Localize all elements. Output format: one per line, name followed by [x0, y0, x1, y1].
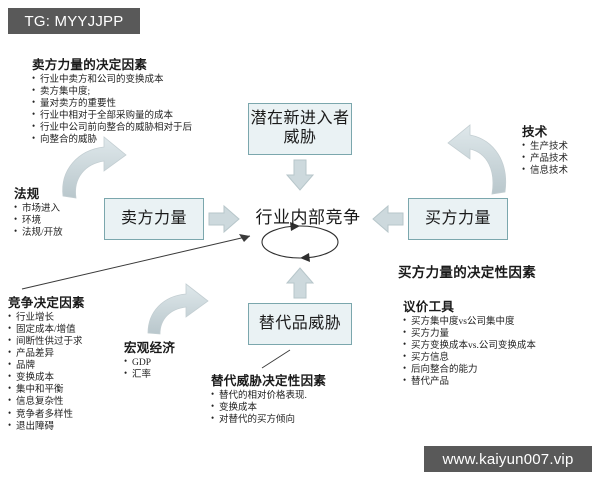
bullet-list: 生产技术产品技术信息技术 [522, 140, 568, 177]
watermark-bottom-website: www.kaiyun007.vip [424, 446, 592, 472]
block-buyer-determinants: 买方力量的决定性因素 [398, 261, 536, 282]
block-heading: 买方力量的决定性因素 [398, 265, 536, 280]
block-supplier-determinants: 卖方力量的决定因素 行业中卖方和公司的变换成本卖方集中度;量对卖方的重要性行业中… [32, 54, 192, 146]
bullet-item: 买方集中度vs公司集中度 [403, 315, 536, 328]
bullet-item: 卖方集中度; [32, 85, 192, 98]
bullet-item: GDP [124, 356, 175, 369]
bullet-list: 行业增长固定成本/增值间断性供过于求产品差异品牌变换成本集中和平衡信息复杂性竞争… [8, 311, 85, 433]
bullet-item: 替代产品 [403, 375, 536, 388]
arrow-buyer-to-center [372, 204, 404, 234]
block-heading: 替代威胁决定性因素 [211, 374, 327, 388]
block-heading: 法规 [14, 187, 40, 201]
bullet-item: 退出障碍 [8, 420, 85, 433]
bullet-item: 行业中卖方和公司的变换成本 [32, 73, 192, 86]
block-regulation: 法规 市场进入环境法规/开放 [14, 183, 63, 239]
force-box-supplier-power[interactable]: 卖方力量 [104, 198, 204, 240]
bullet-item: 变换成本 [211, 401, 326, 414]
bullet-list: 替代的相对价格表现.变换成本对替代的买方倾向 [211, 389, 326, 426]
curved-arrow-macro [147, 283, 209, 335]
bullet-item: 法规/开放 [14, 226, 63, 239]
arrow-substitutes-to-center [285, 267, 315, 299]
line-arrow-rivalry [21, 234, 251, 290]
bullet-item: 变换成本 [8, 371, 85, 384]
force-box-substitutes-threat[interactable]: 替代品威胁 [248, 303, 352, 345]
bullet-item: 买方信息 [403, 351, 536, 364]
bullet-item: 环境 [14, 214, 63, 227]
bullet-list: 市场进入环境法规/开放 [14, 202, 63, 239]
bullet-item: 竞争者多样性 [8, 407, 85, 421]
bullet-list: 买方集中度vs公司集中度买方力量买方变换成本vs.公司变换成本买方信息后向整合的… [403, 315, 536, 388]
bullet-item: 量对卖方的重要性 [32, 97, 192, 110]
block-heading: 竞争决定因素 [8, 296, 85, 310]
bullet-item: 行业中公司前向整合的威胁相对于后 [32, 121, 192, 134]
center-label-industry-rivalry: 行业内部竞争 [255, 208, 361, 227]
block-macro-economy: 宏观经济 GDP汇率 [124, 337, 175, 381]
block-heading: 宏观经济 [124, 341, 176, 355]
bullet-item: 集中和平衡 [8, 383, 85, 396]
bullet-item: 信息技术 [522, 164, 568, 177]
arrow-entrants-to-center [285, 159, 315, 191]
bullet-item: 行业中相对于全部采购量的成本 [32, 109, 192, 122]
bullet-item: 买方力量 [403, 327, 536, 340]
bullet-item: 汇率 [124, 368, 175, 381]
curved-arrow-technology [447, 124, 507, 195]
block-heading: 议价工具 [403, 300, 455, 314]
bullet-item: 信息复杂性 [8, 395, 85, 408]
force-box-buyer-power[interactable]: 买方力量 [408, 198, 508, 240]
rivalry-rotation-ellipse [261, 222, 339, 262]
bullet-item: 固定成本/增值 [8, 323, 85, 336]
bullet-item: 向整合的威胁 [32, 133, 192, 146]
bullet-item: 间断性供过于求 [8, 335, 85, 348]
block-rivalry-determinants: 竞争决定因素 行业增长固定成本/增值间断性供过于求产品差异品牌变换成本集中和平衡… [8, 292, 85, 433]
block-bargaining-tools: 议价工具 买方集中度vs公司集中度买方力量买方变换成本vs.公司变换成本买方信息… [403, 296, 536, 388]
force-box-new-entrants[interactable]: 潜在新进入者威胁 [248, 103, 352, 155]
bullet-item: 对替代的买方倾向 [211, 413, 326, 426]
block-substitute-determinants: 替代威胁决定性因素 替代的相对价格表现.变换成本对替代的买方倾向 [211, 370, 326, 426]
bullet-item: 替代的相对价格表现. [211, 389, 326, 402]
arrow-supplier-to-center [208, 204, 240, 234]
bullet-item: 生产技术 [522, 140, 568, 153]
bullet-item: 品牌 [8, 359, 85, 372]
bullet-item: 买方变换成本vs.公司变换成本 [403, 339, 536, 352]
block-heading: 卖方力量的决定因素 [32, 58, 148, 72]
bullet-item: 产品差异 [8, 347, 85, 360]
watermark-top-telegram: TG: MYYJJPP [8, 8, 140, 34]
line-arrow-substitutes-det [261, 349, 291, 369]
bullet-item: 后向整合的能力 [403, 363, 536, 376]
bullet-item: 产品技术 [522, 152, 568, 165]
bullet-list: 行业中卖方和公司的变换成本卖方集中度;量对卖方的重要性行业中相对于全部采购量的成… [32, 73, 192, 146]
bullet-item: 行业增长 [8, 311, 85, 324]
block-technology: 技术 生产技术产品技术信息技术 [522, 121, 568, 177]
bullet-list: GDP汇率 [124, 356, 175, 381]
bullet-item: 市场进入 [14, 202, 63, 215]
block-heading: 技术 [522, 125, 548, 139]
